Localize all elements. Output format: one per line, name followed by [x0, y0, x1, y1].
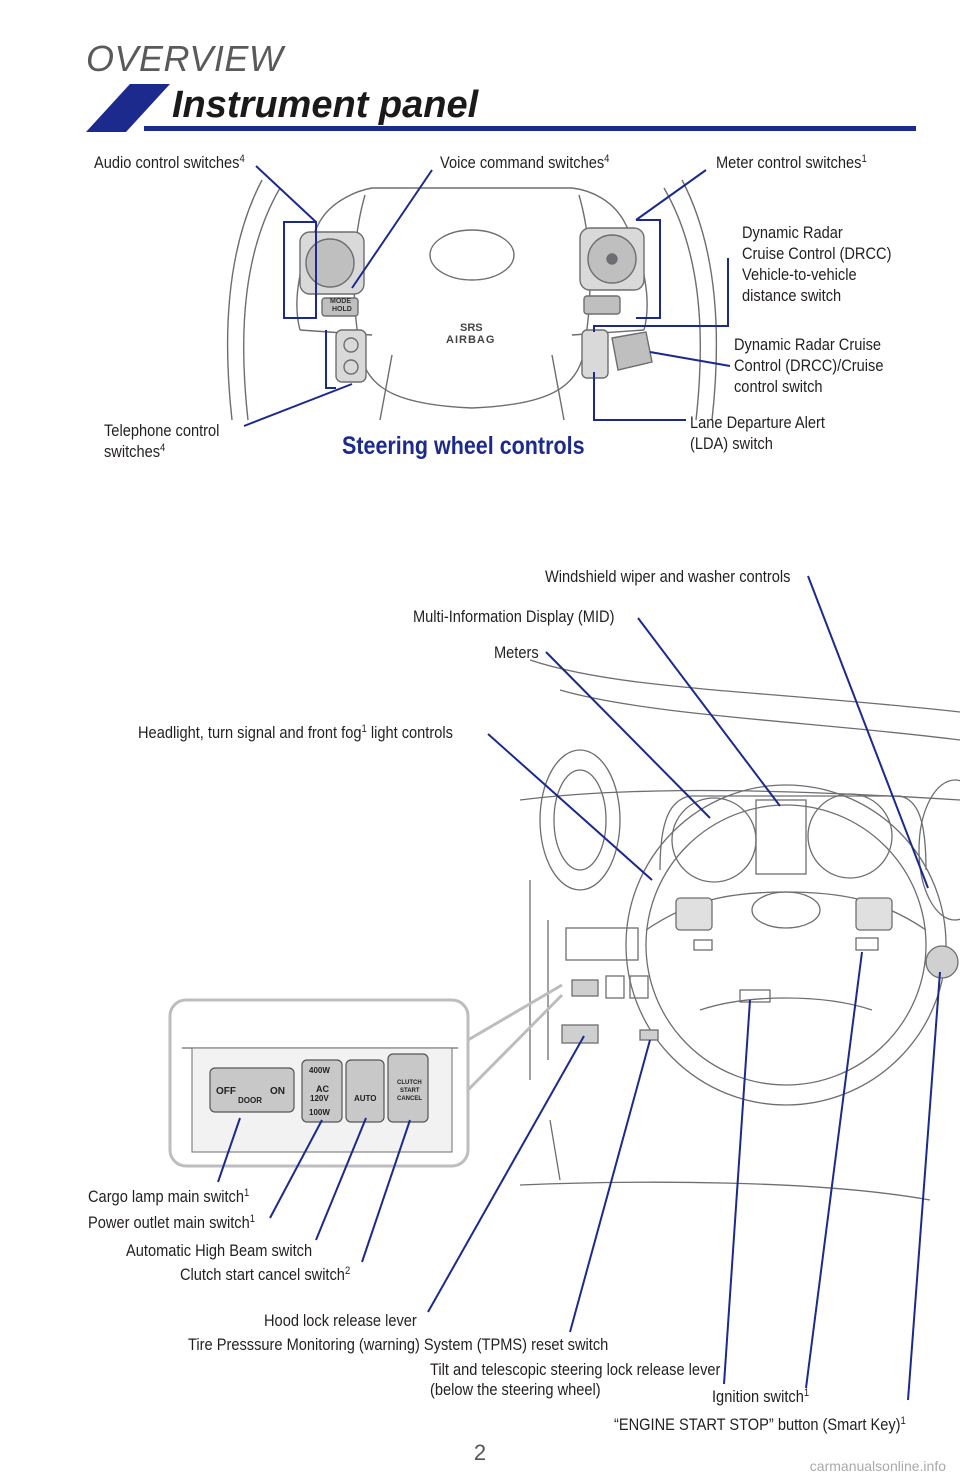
- voice-command-label: Voice command switches4: [440, 153, 610, 172]
- switch-off-text: OFF: [216, 1086, 236, 1097]
- steering-wheel-subtitle: Steering wheel controls: [342, 432, 585, 460]
- clutch-start-cancel-label: Clutch start cancel switch2: [180, 1265, 351, 1284]
- drcc-cruise-label: Dynamic Radar Cruise Control (DRCC)/Crui…: [734, 335, 884, 396]
- page-title: Instrument panel: [172, 84, 479, 126]
- page-number: 2: [473, 1440, 487, 1465]
- cargo-lamp-label: Cargo lamp main switch1: [88, 1187, 250, 1206]
- dashboard-callout-lines: [217, 575, 941, 1401]
- switch-clutch-text: CLUTCH: [397, 1080, 422, 1086]
- lda-label: Lane Departure Alert (LDA) switch: [690, 413, 825, 453]
- drcc-distance-label: Dynamic Radar Cruise Control (DRCC) Vehi…: [742, 223, 892, 305]
- mode-text: MODE: [330, 298, 351, 305]
- hood-lock-label: Hood lock release lever: [264, 1311, 417, 1330]
- power-outlet-label: Power outlet main switch1: [88, 1213, 255, 1232]
- switch-start-text: START: [400, 1088, 420, 1094]
- switch-on-text: ON: [270, 1086, 285, 1097]
- switch-cancel-text: CANCEL: [397, 1096, 422, 1102]
- section-heading: OVERVIEW: [86, 38, 284, 79]
- switch-auto-text: AUTO: [354, 1094, 377, 1103]
- meter-control-label: Meter control switches1: [716, 153, 867, 172]
- mid-label: Multi-Information Display (MID): [413, 607, 615, 626]
- steering-callout-lines: [243, 165, 731, 427]
- telephone-control-label: Telephone control switches4: [104, 421, 220, 461]
- switch-door-text: DOOR: [238, 1096, 262, 1105]
- watermark: carmanualsonline.info: [809, 1458, 946, 1474]
- wiper-label: Windshield wiper and washer controls: [545, 567, 791, 586]
- hold-text: HOLD: [332, 306, 352, 313]
- ignition-label: Ignition switch1: [712, 1387, 810, 1406]
- switch-400w-text: 400W: [309, 1066, 330, 1075]
- tilt-lever-label: Tilt and telescopic steering lock releas…: [430, 1360, 721, 1399]
- headlight-label: Headlight, turn signal and front fog1 li…: [138, 723, 453, 742]
- audio-control-label: Audio control switches4: [94, 153, 245, 172]
- switch-panel-inset: [168, 983, 564, 1168]
- switch-120v-text: 120V: [310, 1094, 329, 1103]
- switch-ac-text: AC: [316, 1084, 329, 1094]
- switch-100w-text: 100W: [309, 1108, 330, 1117]
- tpms-label: Tire Presssure Monitoring (warning) Syst…: [188, 1335, 609, 1354]
- title-band: [86, 84, 916, 132]
- srs-text: SRS: [460, 322, 483, 334]
- meters-label: Meters: [494, 643, 539, 662]
- airbag-text: AIRBAG: [446, 334, 496, 346]
- auto-high-beam-label: Automatic High Beam switch: [126, 1241, 313, 1260]
- engine-start-label: “ENGINE START STOP” button (Smart Key)1: [614, 1415, 906, 1434]
- dashboard-illustration: [519, 659, 960, 1201]
